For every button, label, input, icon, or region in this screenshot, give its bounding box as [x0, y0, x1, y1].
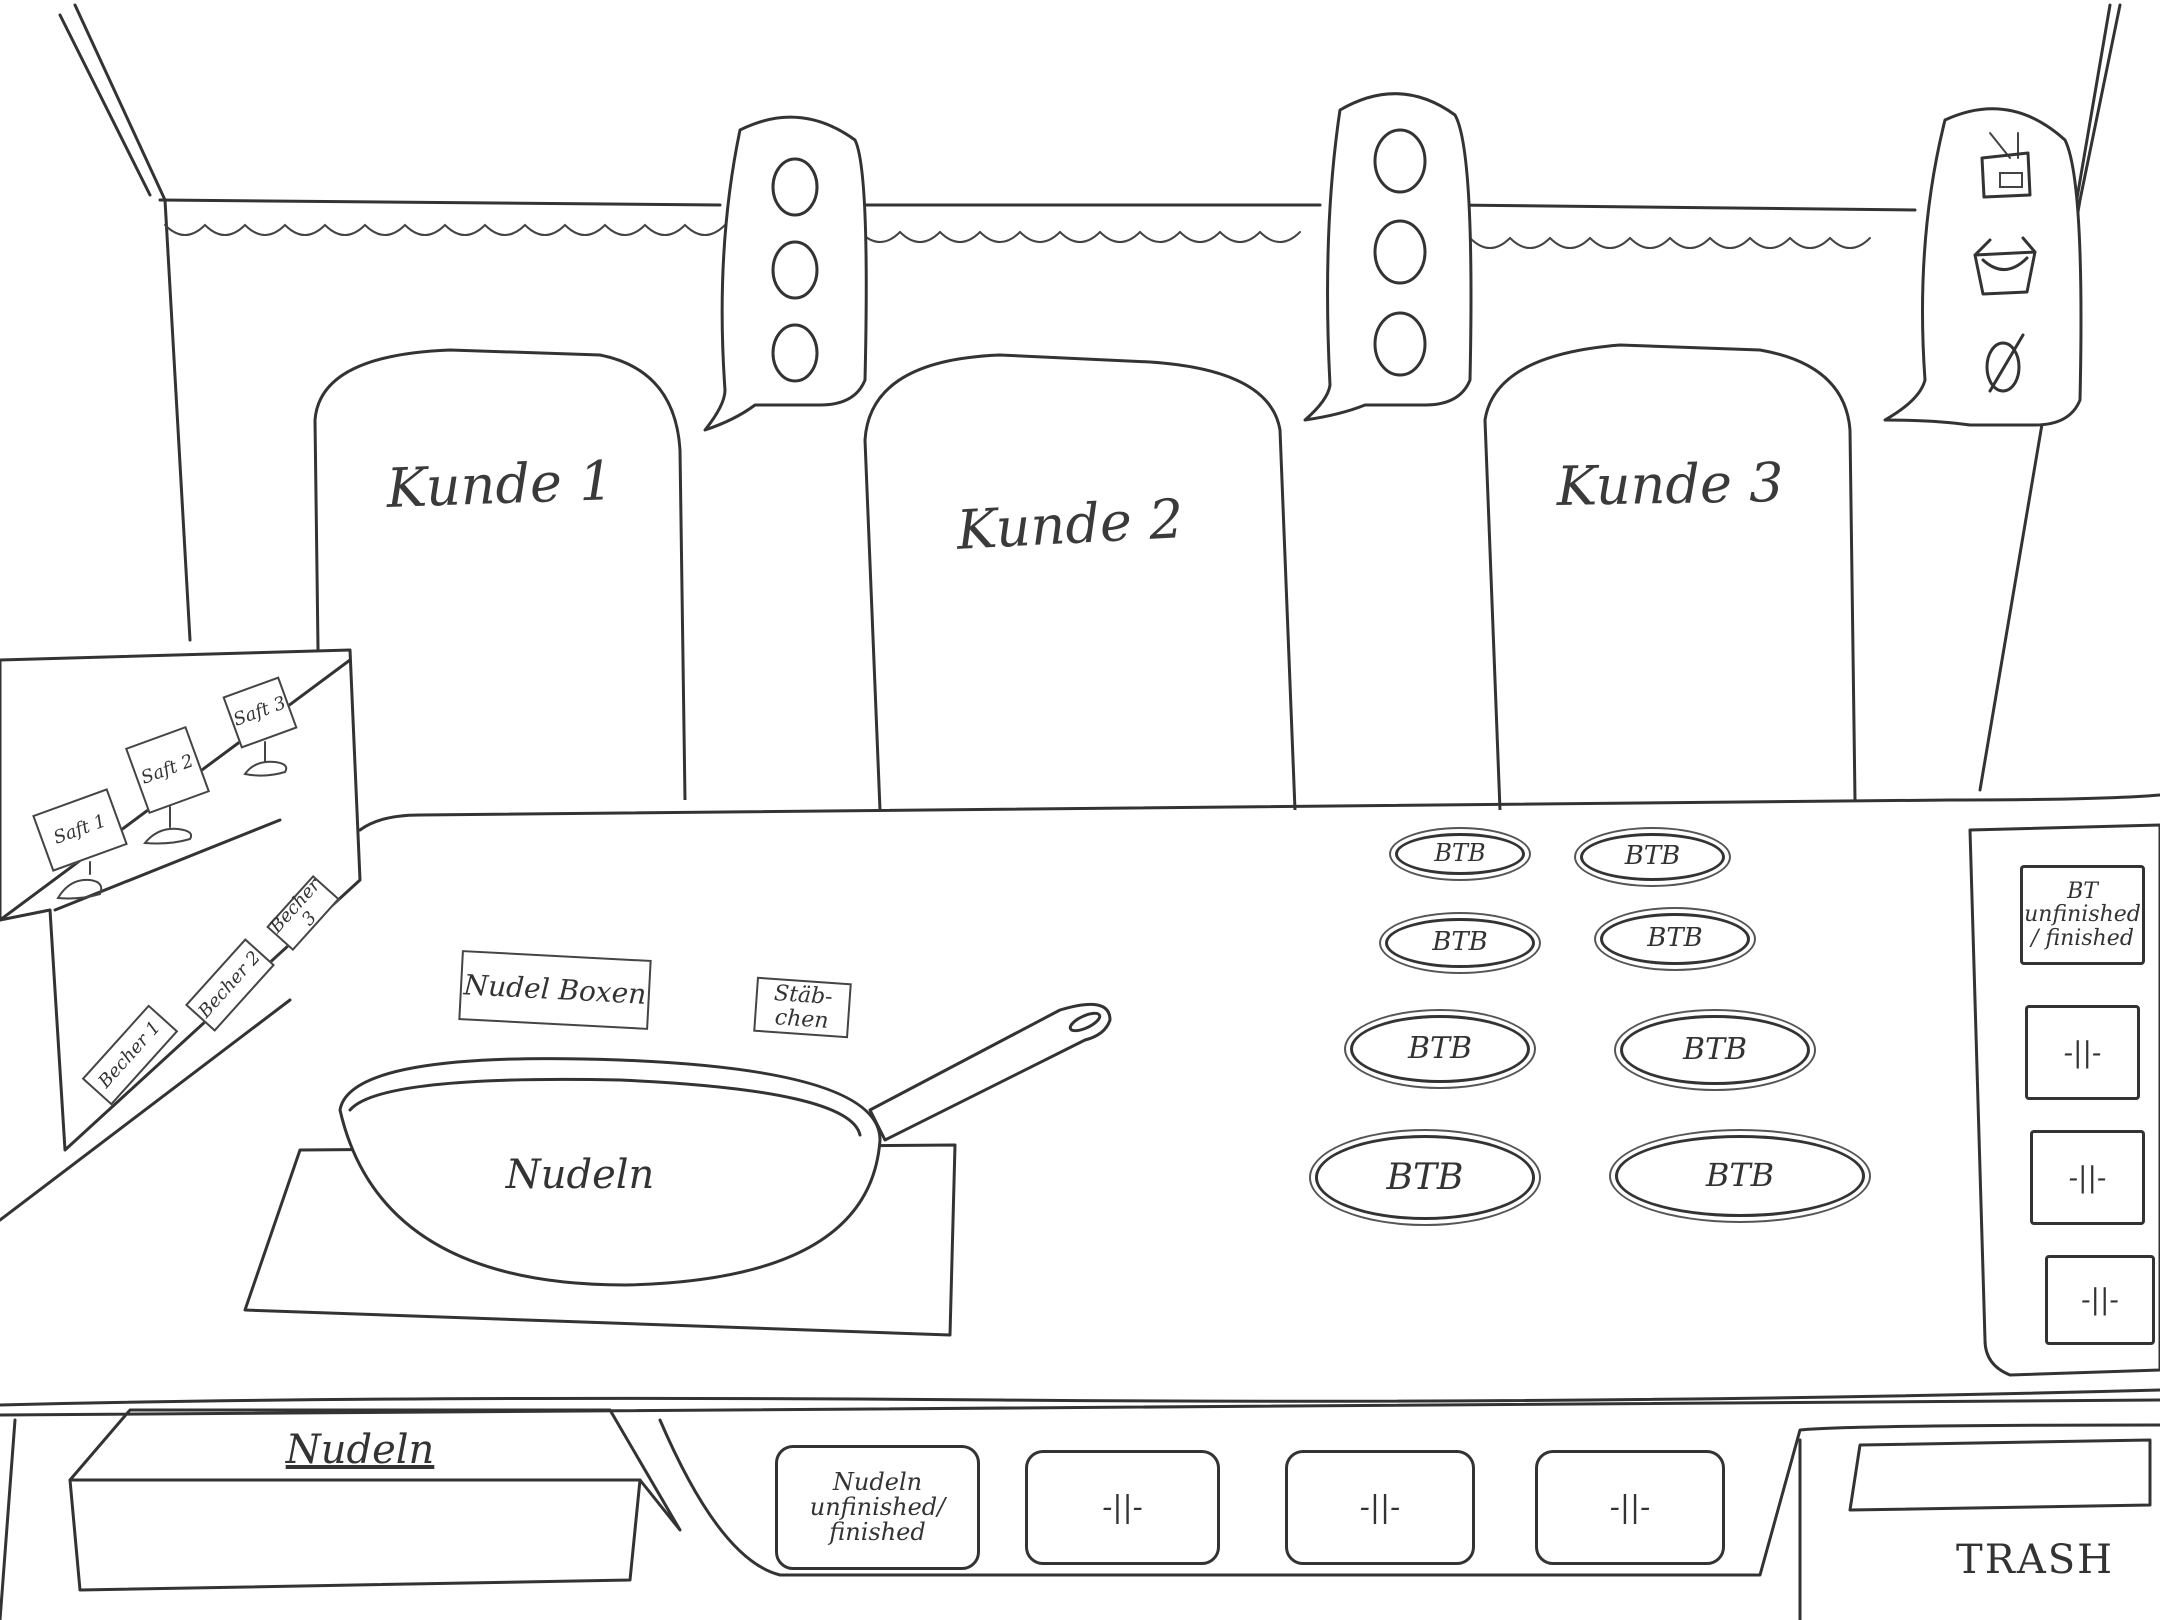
bubble-tea-cup-icon	[1970, 123, 2040, 203]
chopsticks-station[interactable]: Stäb-chen	[753, 977, 852, 1038]
btb-spot-2[interactable]: BTB	[1580, 833, 1725, 881]
btb-spot-1[interactable]: BTB	[1395, 833, 1525, 875]
noodle-slot-1[interactable]: Nudeln unfinished/ finished	[775, 1445, 980, 1570]
btb-spot-8[interactable]: BTB	[1615, 1135, 1865, 1217]
empty-circle-icon	[770, 240, 820, 300]
btb-spot-5[interactable]: BTB	[1350, 1015, 1530, 1083]
noodle-box-icon	[1965, 230, 2045, 300]
customer-1-label: Kunde 1	[359, 435, 642, 535]
empty-circle-icon	[1372, 127, 1428, 195]
empty-circle-icon	[770, 323, 820, 383]
btb-spot-6[interactable]: BTB	[1620, 1015, 1810, 1085]
order-bubble-3	[1955, 110, 2055, 410]
trash-bin[interactable]: TRASH	[1940, 1525, 2130, 1595]
bt-slot-4[interactable]: -||-	[2045, 1255, 2155, 1345]
empty-circle-icon	[770, 157, 820, 217]
noodle-bin[interactable]: Nudeln	[240, 1420, 480, 1480]
empty-circle-icon	[1372, 218, 1428, 286]
bt-slot-3[interactable]: -||-	[2030, 1130, 2145, 1225]
btb-spot-3[interactable]: BTB	[1385, 918, 1535, 968]
order-bubble-1	[755, 145, 835, 395]
noodle-slot-4[interactable]: -||-	[1535, 1450, 1725, 1565]
customer-3-label: Kunde 3	[1529, 438, 1811, 533]
juice-2-tap-icon	[140, 805, 200, 855]
customer-2-silhouette	[865, 355, 1295, 810]
btb-spot-4[interactable]: BTB	[1600, 913, 1750, 965]
bt-slot-2[interactable]: -||-	[2025, 1005, 2140, 1100]
pan-noodles-label[interactable]: Nudeln	[440, 1140, 720, 1210]
chopsticks-plate-icon	[1975, 327, 2035, 397]
empty-circle-icon	[1372, 310, 1428, 378]
noodle-slot-2[interactable]: -||-	[1025, 1450, 1220, 1565]
btb-spot-7[interactable]: BTB	[1315, 1135, 1535, 1220]
juice-3-tap-icon	[240, 740, 300, 790]
customer-3-silhouette	[1485, 345, 1855, 810]
order-bubble-2	[1355, 115, 1445, 390]
customer-1-silhouette	[315, 350, 685, 800]
juice-1-tap-icon	[50, 860, 110, 910]
customer-2-label: Kunde 2	[918, 472, 1222, 578]
bt-slot-1[interactable]: BT unfinished / finished	[2020, 865, 2145, 965]
noodle-slot-3[interactable]: -||-	[1285, 1450, 1475, 1565]
noodle-boxes-station[interactable]: Nudel Boxen	[458, 950, 651, 1030]
